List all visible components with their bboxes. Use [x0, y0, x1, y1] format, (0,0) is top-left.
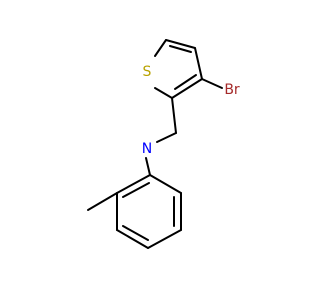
bond-c3-c4-benzene-inner	[122, 225, 149, 241]
bond-c2-ch2	[171, 97, 177, 134]
bond-c3-c4-benzene	[116, 229, 149, 249]
bond-c3-methyl	[87, 192, 118, 211]
bond-c4-c5-benzene	[147, 229, 182, 249]
bond-c1-c2-benzene	[116, 174, 151, 194]
bond-c5-c4-inner	[169, 45, 192, 53]
bromine-atom-label: Br	[224, 82, 240, 98]
sulfur-atom-label: S	[143, 64, 152, 80]
molecule-structure-diagram: S Br N	[87, 39, 240, 249]
bond-c4-c3	[194, 47, 203, 80]
bond-ch2-n	[156, 132, 177, 143]
bond-c3-br	[201, 78, 223, 89]
bond-n-c1	[145, 157, 151, 176]
bond-s-c5	[154, 39, 167, 57]
bond-c5-c4	[165, 39, 196, 49]
bonds	[87, 39, 223, 249]
atom-labels: S Br N	[142, 64, 240, 157]
bond-c3-c2	[171, 78, 203, 99]
bond-c6-c1-benzene	[149, 174, 182, 194]
bond-c2-s	[154, 87, 173, 99]
bond-c1-c2-benzene-inner	[122, 182, 150, 198]
nitrogen-atom-label: N	[142, 141, 152, 157]
bond-c3-c2-inner	[174, 74, 197, 90]
